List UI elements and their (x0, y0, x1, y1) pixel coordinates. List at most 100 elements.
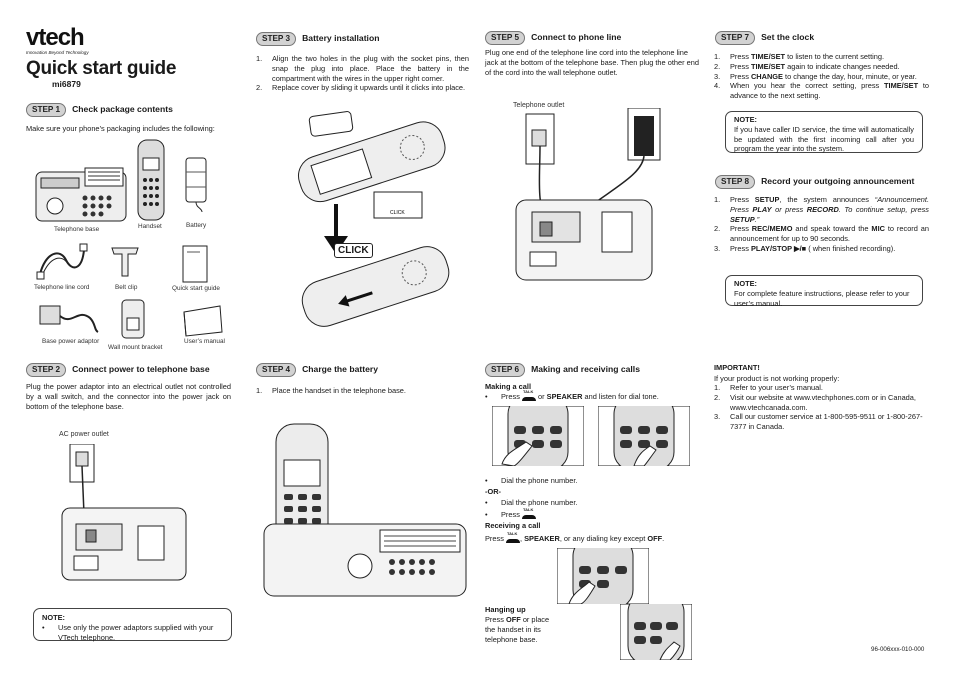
handset-hangup-closeup (620, 604, 692, 660)
telephone-base-illustration (35, 167, 127, 222)
dial-tone-text: and listen for dial tone. (584, 392, 659, 401)
step-8-note-heading: NOTE: (734, 279, 757, 288)
step-2-note: NOTE: • Use only the power adaptors suppl… (33, 608, 232, 642)
model-number: mi6879 (52, 79, 81, 89)
list-item: 2. Press REC/MEMO and speak toward the M… (714, 224, 929, 244)
step-8-list: 1. Press SETUP, the system announces “An… (714, 195, 929, 254)
wall-bracket-illustration (121, 299, 145, 339)
battery-caption: Battery (186, 222, 207, 229)
handset-caption: Handset (138, 223, 162, 230)
important-intro: If your product is not working properly: (714, 374, 840, 383)
step-5-header: STEP 5 Connect to phone line (485, 31, 621, 45)
step-4-title: Charge the battery (302, 364, 379, 375)
belt-clip-illustration (111, 247, 139, 277)
power-adaptor-illustration (39, 305, 99, 333)
battery-installation-illustration: CLICK (298, 111, 450, 327)
hanging-up-heading: Hanging up (485, 605, 526, 614)
bullet-icon: • (485, 392, 488, 401)
step-6-title: Making and receiving calls (531, 364, 640, 375)
handset-keypad-closeup-right (598, 406, 690, 466)
user-manual-illustration (183, 305, 223, 337)
charging-handset-illustration (263, 423, 467, 597)
receiving-call-heading: Receiving a call (485, 521, 541, 530)
line-cord-caption: Telephone line cord (34, 284, 90, 291)
receiving-call-instruction: Press TALK , SPEAKER, or any dialing key… (485, 531, 665, 544)
list-item: 4.When you hear the correct setting, pre… (714, 81, 930, 101)
click-small-label: CLICK (390, 210, 405, 216)
list-item: 2.Press TIME/SET again to indicate chang… (714, 61, 900, 71)
step-8-note: NOTE: For complete feature instructions,… (725, 275, 923, 308)
step-8-title: Record your outgoing announcement (761, 176, 915, 187)
list-item: 1.Refer to your user’s manual. (714, 383, 823, 392)
making-call-heading: Making a call (485, 382, 532, 391)
bullet-icon: • (485, 476, 488, 485)
step-7-note: NOTE: If you have caller ID service, the… (725, 111, 923, 153)
logo-tagline: Innovation Beyond Technology (26, 49, 89, 55)
user-manual-caption: User’s manual (184, 338, 225, 345)
handset-keypad-closeup-left (492, 406, 584, 466)
talk-key-icon: TALK (521, 507, 536, 520)
step-1-header: STEP 1 Check package contents (26, 103, 173, 117)
step-7-title: Set the clock (761, 32, 815, 43)
important-list: 1.Refer to your user’s manual. 2.Visit o… (714, 383, 929, 432)
step-8-header: STEP 8 Record your outgoing announcement (715, 175, 914, 189)
list-item: 3. Press PLAY/STOP ▶/■ ( when finished r… (714, 243, 896, 253)
telephone-base-caption: Telephone base (54, 226, 100, 233)
step-2-header: STEP 2 Connect power to telephone base (26, 363, 210, 377)
click-label: CLICK (334, 243, 373, 259)
list-item: 3.Call our customer service at 1-800-595… (714, 412, 923, 432)
quick-start-guide-illustration (182, 245, 208, 283)
step-2-title: Connect power to telephone base (72, 364, 210, 375)
talk-key-icon: TALK (505, 531, 520, 544)
dial-number-bullet-1: •Dial the phone number. (485, 476, 578, 485)
list-item: 2.Visit our website at www.vtechphones.c… (714, 392, 916, 412)
talk-key-label: TALK (522, 507, 534, 513)
ac-outlet-base-illustration (61, 444, 187, 581)
step-7-note-heading: NOTE: (734, 115, 757, 124)
bullet-icon: • (42, 622, 45, 632)
talk-key-icon: TALK (521, 389, 536, 402)
power-adaptor-caption: Base power adaptor (42, 338, 100, 345)
step-1-intro: Make sure your phone’s packaging include… (26, 124, 215, 133)
bullet-icon: • (485, 498, 488, 507)
wall-bracket-caption: Wall mount bracket (108, 344, 163, 351)
step-1-badge: STEP 1 (26, 103, 67, 117)
list-item: 2.Replace cover by sliding it upwards un… (256, 83, 466, 93)
telephone-outlet-caption: Telephone outlet (513, 102, 565, 109)
important-heading: IMPORTANT! (714, 363, 760, 372)
quick-start-guide-caption: Quick start guide (172, 285, 220, 292)
step-4-list: 1.Place the handset in the telephone bas… (256, 386, 469, 396)
phone-line-connection-illustration (515, 108, 661, 281)
step-8-note-text: For complete feature instructions, pleas… (734, 288, 910, 308)
step-2-body: Plug the power adaptor into an electrica… (26, 382, 231, 411)
battery-illustration (185, 157, 207, 213)
dial-number-bullet-2: •Dial the phone number. (485, 498, 578, 507)
step-2-note-text: Use only the power adaptors supplied wit… (58, 622, 214, 642)
step-2-note-heading: NOTE: (42, 613, 65, 622)
step-4-header: STEP 4 Charge the battery (256, 363, 378, 377)
list-item: 3.Press CHANGE to change the day, hour, … (714, 71, 917, 81)
part-number: 96-006xxx-010-000 (871, 646, 925, 653)
list-item: 1.Align the two holes in the plug with t… (256, 54, 469, 83)
press-talk-bullet: • Press TALK (485, 507, 536, 520)
list-item: 1.Place the handset in the telephone bas… (256, 386, 406, 395)
step-4-badge: STEP 4 (256, 363, 297, 377)
step-6-header: STEP 6 Making and receiving calls (485, 363, 640, 377)
belt-clip-caption: Belt clip (115, 284, 138, 291)
talk-key-label: TALK (506, 531, 518, 537)
step-3-title: Battery installation (302, 33, 380, 44)
step-6-badge: STEP 6 (485, 363, 526, 377)
brand-logo: vtech Innovation Beyond Technology (26, 22, 89, 56)
step-3-header: STEP 3 Battery installation (256, 32, 379, 46)
handset-answer-closeup (557, 548, 649, 604)
step-8-badge: STEP 8 (715, 175, 756, 189)
step-3-list: 1.Align the two holes in the plug with t… (256, 54, 469, 93)
making-call-instruction: • Press TALK or SPEAKER and listen for d… (485, 389, 659, 402)
line-cord-illustration (36, 243, 88, 280)
or-text: or (538, 392, 545, 401)
step-5-title: Connect to phone line (531, 32, 622, 43)
step-7-list: 1.Press TIME/SET to listen to the curren… (714, 52, 929, 101)
list-item: 1.Press TIME/SET to listen to the curren… (714, 52, 885, 61)
step-2-badge: STEP 2 (26, 363, 67, 377)
handset-illustration (137, 139, 165, 221)
